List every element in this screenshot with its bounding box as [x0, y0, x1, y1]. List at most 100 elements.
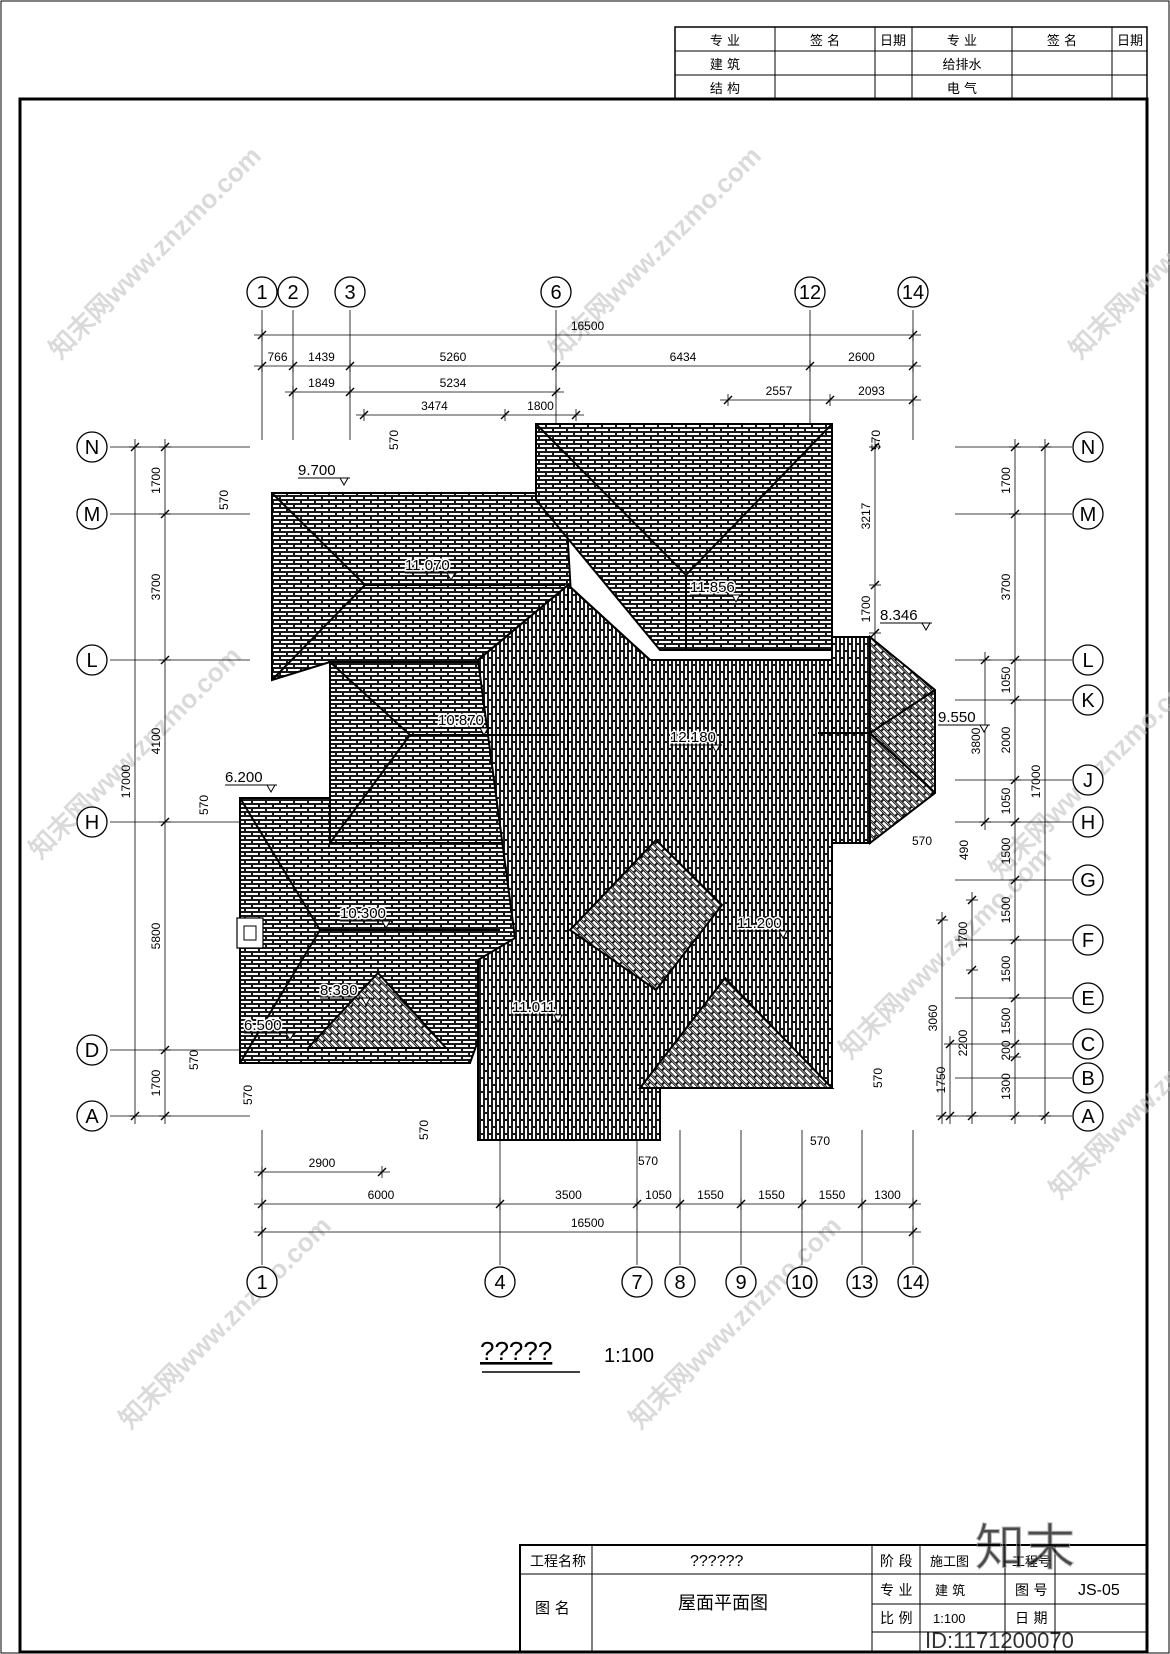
- axis-right-L-label: L: [1082, 650, 1093, 672]
- axis-bottom-8-label: 8: [674, 1272, 685, 1294]
- dim-bottom-row2-value: 3500: [555, 1188, 582, 1202]
- dim-top-row2a-tick: [288, 387, 298, 397]
- dim-right-outer-value: 1500: [999, 896, 1013, 923]
- dim-bottom-small: 570: [417, 1120, 431, 1140]
- dim-right-outer-value: 1500: [999, 837, 1013, 864]
- axis-bottom-14-label: 14: [902, 1272, 924, 1294]
- dim-right-outer-tick: [1010, 935, 1020, 945]
- dim-top-row1-value: 6434: [670, 350, 697, 364]
- elevation-9.550: 9.550: [938, 709, 976, 726]
- sign-header: 日期: [880, 34, 906, 49]
- dim-right-outer-value: 1050: [999, 666, 1013, 693]
- dim-right-inner-g-value: 2200: [956, 1029, 970, 1056]
- dim-top-row3-tick: [825, 395, 835, 405]
- dim-left-overall-tick: [130, 442, 140, 452]
- dim-top-row3-value: 2093: [858, 384, 885, 398]
- dim-right-outer-tick: [1010, 875, 1020, 885]
- dim-right-inner-a-tick: [870, 580, 880, 590]
- dim-left-segments-value: 1700: [149, 1069, 163, 1096]
- axis-top-3-label: 3: [344, 282, 355, 304]
- elevation-8.380: 8.380: [320, 982, 358, 999]
- dim-left-segments-value: 1700: [149, 467, 163, 494]
- axis-right-F-label: F: [1082, 930, 1094, 952]
- axis-bottom-14: [897, 1266, 929, 1298]
- elevation-triangle: [446, 572, 456, 582]
- dim-right-inner-g-tick: [967, 965, 977, 975]
- dim-bottom-row2-value: 1550: [819, 1188, 846, 1202]
- drawing-title: ????? 1:100: [480, 1336, 654, 1373]
- dim-bottom-overall-value: 16500: [571, 1216, 605, 1230]
- dim-left-segments-value: 4100: [149, 727, 163, 754]
- drawing-name-value: 屋面平面图: [678, 1593, 768, 1614]
- dim-right-outer-tick: [1010, 993, 1020, 1003]
- dim-right-inner-d: 570: [912, 834, 932, 848]
- sign-header: 专 业: [710, 34, 740, 49]
- dim-top-row2a-value: 1849: [308, 376, 335, 390]
- axis-right-B-label: B: [1081, 1068, 1094, 1090]
- dim-bottom-row2-tick: [736, 1199, 746, 1209]
- axis-right-E: [1072, 982, 1104, 1014]
- dim-bottom-small: 570: [810, 1134, 830, 1148]
- dim-right-inner-g-value: 1700: [956, 921, 970, 948]
- elevation-11.070: 11.070: [405, 557, 450, 574]
- dim-top-row2a-tick: [345, 387, 355, 397]
- axis-bottom-4: [484, 1266, 516, 1298]
- axis-right-L: [1072, 644, 1104, 676]
- dim-top-row1-value: 2600: [848, 350, 875, 364]
- dim-bottom-row2-tick: [797, 1199, 807, 1209]
- dim-bottom-row2-tick: [675, 1199, 685, 1209]
- axis-left-D-label: D: [85, 1040, 99, 1062]
- axis-right-M: [1072, 498, 1104, 530]
- dim-right-outer-tick: [1010, 1039, 1020, 1049]
- axis-top-3: [334, 276, 366, 308]
- dim-left-segments-value: 3700: [149, 573, 163, 600]
- dim-right-inner-f-tick: [937, 915, 947, 925]
- dim-top-row1-tick: [345, 361, 355, 371]
- roof-plan: [236, 423, 936, 1141]
- axis-right-N-label: N: [1081, 437, 1095, 459]
- elevation-10.300: 10.300: [340, 905, 386, 922]
- dim-right-outer-value: 1500: [999, 955, 1013, 982]
- dim-top-offset: 570: [387, 430, 401, 450]
- dim-bottom-row2-value: 6000: [368, 1188, 395, 1202]
- dim-right-outer-value: 1050: [999, 787, 1013, 814]
- drawing-name-label: 图 名: [535, 1599, 570, 1617]
- dim-top-row1-tick: [288, 361, 298, 371]
- elevation-triangle: [731, 594, 741, 604]
- dim-right-inner-h: 570: [871, 1068, 885, 1088]
- axis-right-B: [1072, 1062, 1104, 1094]
- axis-right-F: [1072, 924, 1104, 956]
- elevation-triangle: [361, 997, 371, 1007]
- roof-north-wing: [535, 423, 833, 651]
- dim-right-outer-tick: [1010, 655, 1020, 665]
- axis-right-G-label: G: [1080, 870, 1096, 892]
- dim-bottom-small: 570: [638, 1154, 658, 1168]
- discipline-value: 建 筑: [935, 1583, 965, 1599]
- dim-top-row3-tick: [908, 395, 918, 405]
- axis-left-N: [76, 431, 108, 463]
- dim-top-row2b-tick: [500, 410, 510, 420]
- dim-right-outer-tick: [1010, 442, 1020, 452]
- dim-top-row1-tick: [908, 361, 918, 371]
- dim-right-inner-a-value: 1700: [859, 595, 873, 622]
- dim-right-outer-tick: [1010, 1111, 1020, 1121]
- dim-bottom-row2-value: 1550: [697, 1188, 724, 1202]
- dim-left-segments-tick: [160, 1111, 170, 1121]
- dim-right-outer-value: 1700: [999, 467, 1013, 494]
- discipline-label: 专 业: [880, 1583, 912, 1599]
- roof-south-hip: [637, 976, 835, 1089]
- axis-bottom-1: [246, 1266, 278, 1298]
- stage-label: 阶 段: [880, 1554, 912, 1570]
- elevation-triangle: [381, 920, 391, 930]
- roof-southeast-diamond: [568, 838, 724, 992]
- watermark-text: 知末网www.znzmo.com: [833, 840, 1057, 1064]
- project-no-label: 工程号: [1012, 1555, 1051, 1570]
- dim-left-small: 570: [187, 1050, 201, 1070]
- elevation-triangle: [339, 477, 349, 487]
- dim-right-outer-tick: [1010, 775, 1020, 785]
- axis-right-K: [1072, 684, 1104, 716]
- watermark-text: 知末网www.znzmo.com: [1043, 980, 1170, 1204]
- roof-dormer: [305, 971, 449, 1049]
- dim-right-inner-a-value: 3217: [859, 502, 873, 529]
- dim-bottom-row2-tick: [908, 1199, 918, 1209]
